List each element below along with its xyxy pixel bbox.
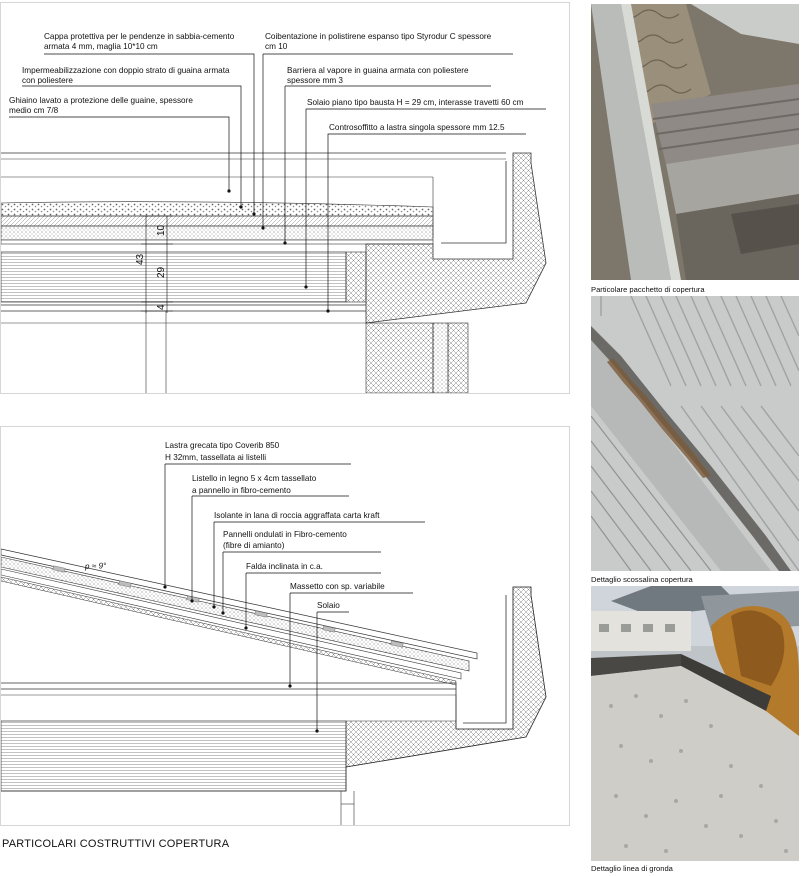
photo-linea-gronda (591, 586, 799, 861)
caption-photo1: Particolare pacchetto di copertura (591, 285, 705, 294)
label-massetto: Massetto con sp. variabile (290, 582, 385, 591)
page-title: PARTICOLARI COSTRUTTIVI COPERTURA (2, 838, 230, 850)
label-barriera-1: Barriera al vapore in guaina armata con … (287, 66, 469, 75)
dim-4: 4 (156, 304, 167, 310)
label-barriera-2: spessore mm 3 (287, 76, 343, 85)
dim-10: 10 (156, 224, 167, 236)
flat-roof-drawing: 43 10 29 4 Cappa protettiva per le pende… (1, 32, 547, 393)
dim-29: 29 (156, 266, 167, 278)
label-ghiaino-1: Ghiaino lavato a protezione delle guaine… (9, 96, 193, 105)
photo-scossalina-copertura (591, 296, 799, 571)
label-controsoffitto: Controsoffitto a lastra singola spessore… (329, 123, 505, 132)
label-isolante: Isolante in lana di roccia aggraffata ca… (214, 511, 380, 520)
label-pannelli-1: Pannelli ondulati in Fibro-cemento (223, 530, 347, 539)
label-listello-2: a pannello in fibro-cemento (192, 486, 291, 495)
caption-photo2: Dettaglio scossalina copertura (591, 575, 693, 584)
slope-label: p ≈ 9° (84, 561, 107, 571)
label-solaio: Solaio piano tipo bausta H = 29 cm, inte… (307, 98, 524, 107)
roof-section-pitched: p ≈ 9° Lastra grecata tipo Coverib 850 (0, 426, 570, 826)
label-falda: Falda inclinata in c.a. (246, 562, 323, 571)
label-coibentazione-2: cm 10 (265, 42, 288, 51)
label-lastra-2: H 32mm, tassellata ai listelli (165, 453, 266, 462)
label-cappa-2: armata 4 mm, maglia 10*10 cm (44, 42, 158, 51)
label-cappa-1: Cappa protettiva per le pendenze in sabb… (44, 32, 235, 41)
label-coibentazione-1: Coibentazione in polistirene espanso tip… (265, 32, 492, 41)
label-impermeabilizzazione-1: Impermeabilizzazione con doppio strato d… (22, 66, 230, 75)
label-lastra-1: Lastra grecata tipo Coverib 850 (165, 441, 280, 450)
caption-photo3: Dettaglio linea di gronda (591, 864, 673, 873)
label-solaio-2: Solaio (317, 601, 340, 610)
label-pannelli-2: (fibre di amianto) (223, 541, 285, 550)
label-listello-1: Listello in legno 5 x 4cm tassellato (192, 474, 317, 483)
pitched-roof-drawing: p ≈ 9° Lastra grecata tipo Coverib 850 (1, 441, 547, 825)
label-ghiaino-2: medio cm 7/8 (9, 106, 59, 115)
photo-pacchetto-copertura (591, 4, 799, 280)
label-impermeabilizzazione-2: con poliestere (22, 76, 73, 85)
dim-43: 43 (135, 253, 146, 265)
roof-section-flat: 43 10 29 4 Cappa protettiva per le pende… (0, 2, 570, 394)
